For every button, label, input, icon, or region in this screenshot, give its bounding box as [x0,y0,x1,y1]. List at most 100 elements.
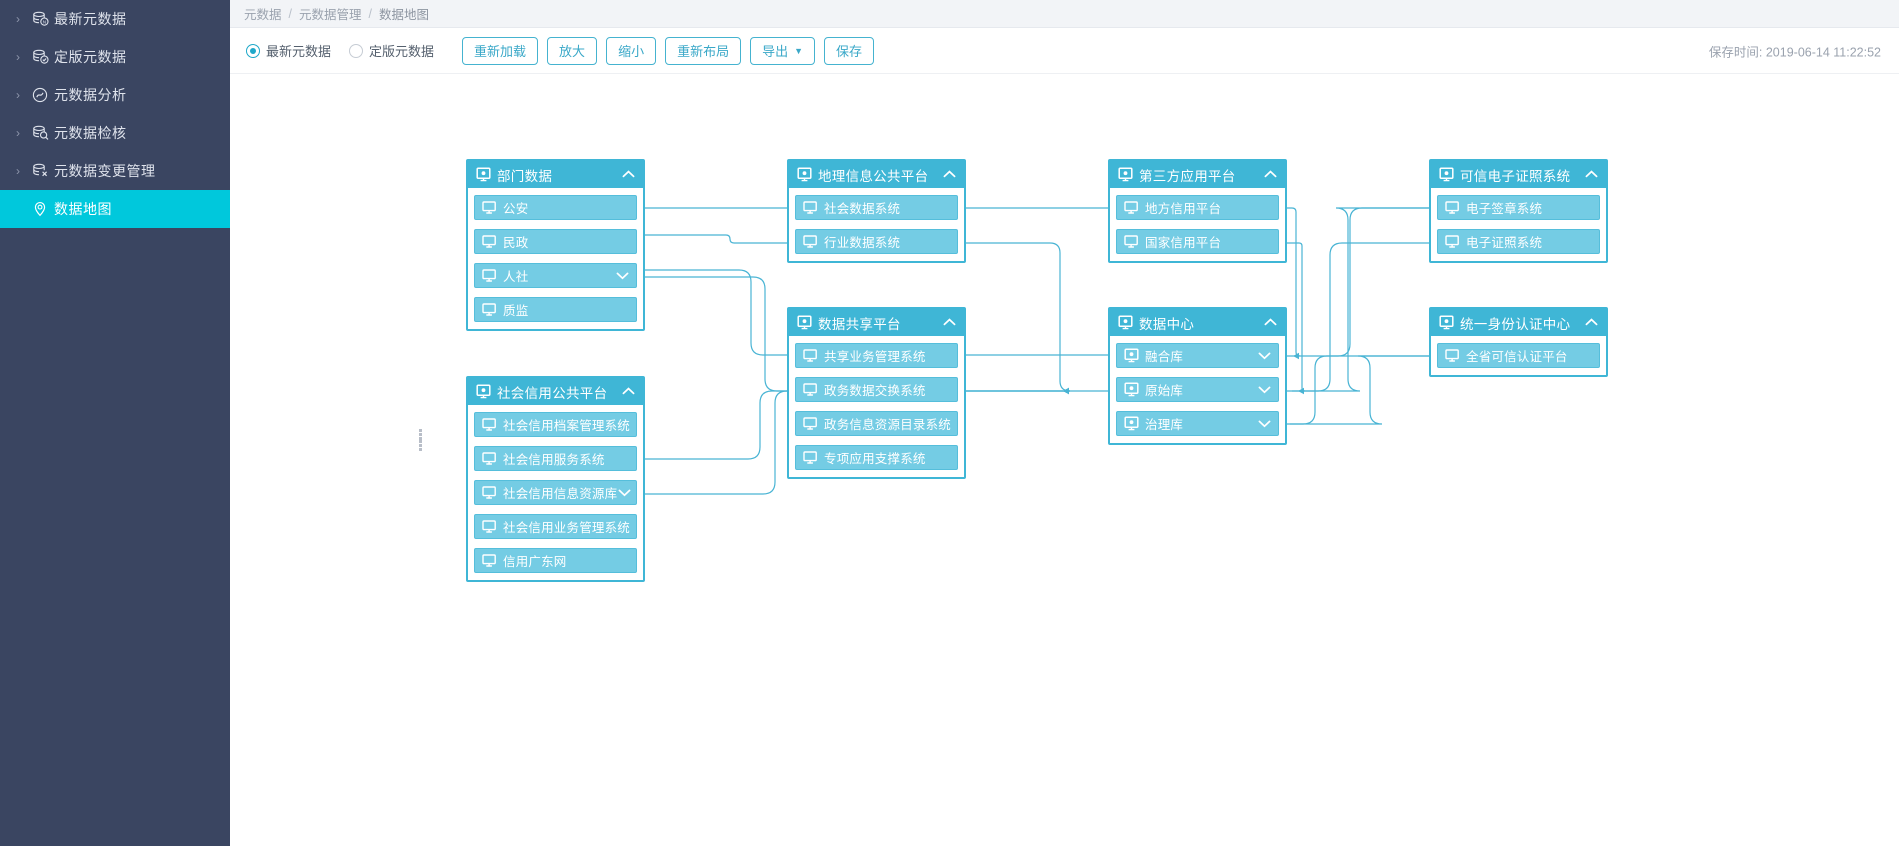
node-item[interactable]: 电子签章系统 [1437,195,1600,220]
monitor-icon [482,485,497,500]
node-item[interactable]: 公安 [474,195,637,220]
zoom-in-button[interactable]: 放大 [547,36,598,65]
zoom-out-button[interactable]: 缩小 [606,36,657,65]
node-item[interactable]: 行业数据系统 [795,229,958,254]
sidebar-item-4[interactable]: ›元数据变更管理 [0,152,230,190]
node-group-header[interactable]: 数据共享平台 [789,309,964,336]
node-item[interactable]: 信用广东网 [474,548,637,573]
node-group-datacenter[interactable]: 数据中心融合库原始库治理库 [1108,307,1287,445]
breadcrumb-item-1[interactable]: 元数据管理 [299,8,362,22]
chevron-up-icon[interactable] [1584,167,1599,182]
server-icon [1124,382,1139,397]
chevron-down-icon[interactable] [1257,416,1272,431]
node-item-label: 行业数据系统 [824,236,901,250]
node-item[interactable]: 地方信用平台 [1116,195,1279,220]
monitor-icon [803,234,818,249]
chevron-up-icon[interactable] [942,315,957,330]
chevron-up-icon[interactable] [1263,315,1278,330]
node-group-identity[interactable]: 统一身份认证中心全省可信认证平台 [1429,307,1608,377]
node-group-header[interactable]: 第三方应用平台 [1110,161,1285,188]
breadcrumb-item-0[interactable]: 元数据 [244,8,282,22]
server-icon [476,384,491,399]
export-button[interactable]: 导出▼ [750,36,816,65]
chevron-up-icon[interactable] [942,167,957,182]
chevron-right-icon: › [16,50,20,64]
node-item[interactable]: 专项应用支撑系统 [795,445,958,470]
node-item[interactable]: 社会数据系统 [795,195,958,220]
node-group-dept[interactable]: 部门数据公安民政人社质监 [466,159,645,331]
database-n-icon: N [26,11,54,27]
chevron-up-icon[interactable] [1584,315,1599,330]
node-group-header[interactable]: 社会信用公共平台 [468,378,643,405]
save-button[interactable]: 保存 [824,36,875,65]
node-item-label: 专项应用支撑系统 [824,452,926,466]
node-item[interactable]: 共享业务管理系统 [795,343,958,368]
chevron-down-icon: ▼ [794,45,804,56]
node-item[interactable]: 治理库 [1116,411,1279,436]
radio-option-0[interactable]: 最新元数据 [246,41,331,60]
node-group-thirdparty[interactable]: 第三方应用平台地方信用平台国家信用平台 [1108,159,1287,263]
node-item[interactable]: 国家信用平台 [1116,229,1279,254]
node-item[interactable]: 社会信用服务系统 [474,446,637,471]
graph-canvas[interactable]: 部门数据公安民政人社质监社会信用公共平台社会信用档案管理系统社会信用服务系统社会… [230,74,1899,846]
database-check-icon [26,49,54,65]
node-item[interactable]: 融合库 [1116,343,1279,368]
node-group-header[interactable]: 统一身份认证中心 [1431,309,1606,336]
node-item[interactable]: 人社 [474,263,637,288]
breadcrumb-item-2: 数据地图 [379,8,430,22]
sidebar-item-label: 最新元数据 [54,11,127,27]
node-group-title: 部门数据 [497,168,553,184]
radio-indicator[interactable] [246,43,260,58]
node-item[interactable]: 政务数据交换系统 [795,377,958,402]
node-item[interactable]: 社会信用业务管理系统 [474,514,637,539]
node-item[interactable]: 电子证照系统 [1437,229,1600,254]
node-group-header[interactable]: 数据中心 [1110,309,1285,336]
sidebar-item-1[interactable]: ›定版元数据 [0,38,230,76]
node-item-label: 信用广东网 [503,555,567,569]
chevron-down-icon[interactable] [1257,348,1272,363]
monitor-icon [803,348,818,363]
node-item[interactable]: 社会信用信息资源库 [474,480,637,505]
node-group-header[interactable]: 地理信息公共平台 [789,161,964,188]
node-group-header[interactable]: 可信电子证照系统 [1431,161,1606,188]
node-group-header[interactable]: 部门数据 [468,161,643,188]
server-icon [1118,315,1133,330]
node-group-geo[interactable]: 地理信息公共平台社会数据系统行业数据系统 [787,159,966,263]
node-item[interactable]: 质监 [474,297,637,322]
relayout-button[interactable]: 重新布局 [665,36,742,65]
panel-resize-grip[interactable] [419,429,423,451]
radio-indicator[interactable] [349,43,364,58]
node-group-cert[interactable]: 可信电子证照系统电子签章系统电子证照系统 [1429,159,1608,263]
node-item[interactable]: 民政 [474,229,637,254]
node-item-label: 社会信用业务管理系统 [503,521,631,535]
monitor-icon [482,451,497,466]
sidebar-item-5[interactable]: 数据地图 [0,190,230,228]
sidebar-item-3[interactable]: ›元数据检核 [0,114,230,152]
node-item-label: 社会信用信息资源库 [503,487,618,501]
monitor-icon [1124,200,1139,215]
node-item-label: 国家信用平台 [1145,236,1222,250]
chevron-down-icon[interactable] [617,485,632,500]
radio-option-1[interactable]: 定版元数据 [349,41,434,60]
breadcrumb-separator: / [368,6,372,21]
node-item-label: 原始库 [1145,384,1184,398]
node-group-share[interactable]: 数据共享平台共享业务管理系统政务数据交换系统政务信息资源目录系统专项应用支撑系统 [787,307,966,479]
sidebar-item-2[interactable]: ›元数据分析 [0,76,230,114]
node-item[interactable]: 政务信息资源目录系统 [795,411,958,436]
monitor-icon [1445,200,1460,215]
node-item-label: 公安 [503,202,529,216]
node-item[interactable]: 社会信用档案管理系统 [474,412,637,437]
chevron-up-icon[interactable] [1263,167,1278,182]
node-item[interactable]: 全省可信认证平台 [1437,343,1600,368]
chevron-down-icon[interactable] [1257,382,1272,397]
node-group-body: 社会数据系统行业数据系统 [789,188,964,261]
server-icon [797,315,812,330]
reload-button[interactable]: 重新加载 [462,36,539,65]
chevron-up-icon[interactable] [621,167,636,182]
chevron-up-icon[interactable] [621,384,636,399]
node-group-title: 地理信息公共平台 [818,168,929,184]
chevron-down-icon[interactable] [615,268,630,283]
node-item[interactable]: 原始库 [1116,377,1279,402]
node-group-credit-public[interactable]: 社会信用公共平台社会信用档案管理系统社会信用服务系统社会信用信息资源库社会信用业… [466,376,645,582]
